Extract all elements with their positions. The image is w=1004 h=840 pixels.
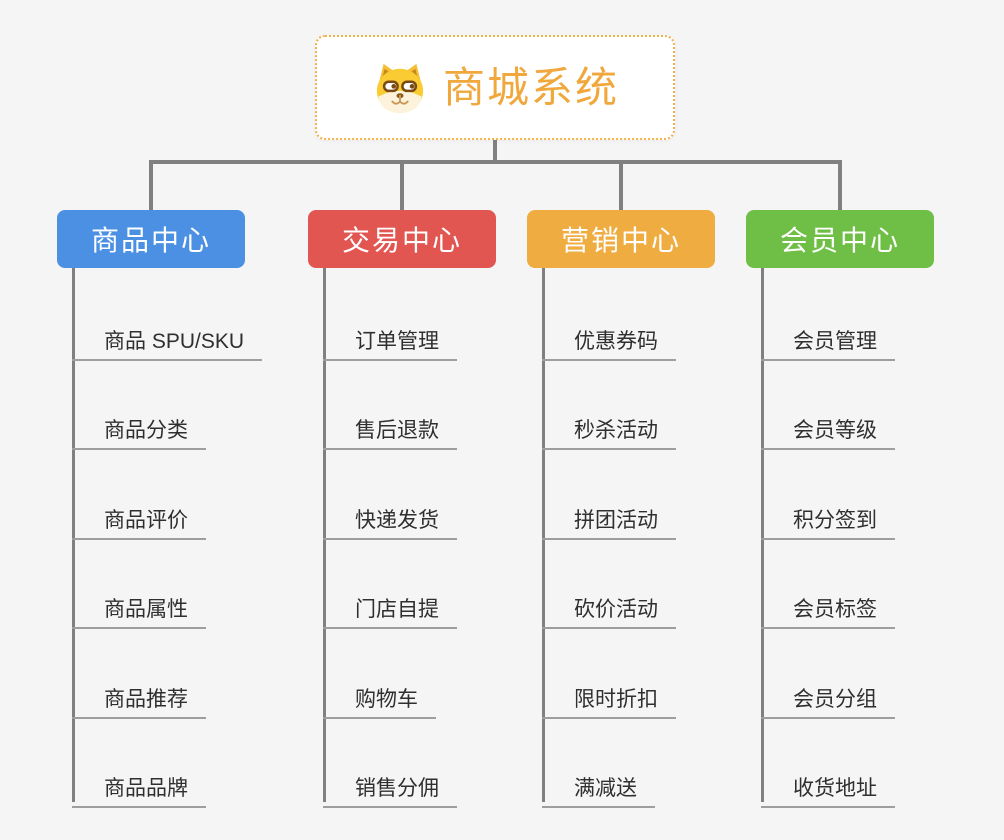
leaf-item[interactable]: 会员分组 xyxy=(761,669,895,719)
leaf-item[interactable]: 售后退款 xyxy=(323,400,457,450)
branch-drop-connector xyxy=(400,160,404,212)
leaf-item[interactable]: 商品属性 xyxy=(72,579,206,629)
root-node-title: 商城系统 xyxy=(442,63,619,111)
branch-header-3[interactable]: 会员中心 xyxy=(746,210,934,268)
branch-column-0: 商品 SPU/SKU 商品分类商品评价商品属性商品推荐商品品牌 xyxy=(72,268,322,808)
branch-column-1: 订单管理售后退款快递发货门店自提购物车销售分佣 xyxy=(323,268,573,808)
leaf-item[interactable]: 门店自提 xyxy=(323,579,457,629)
leaf-item[interactable]: 商品 SPU/SKU xyxy=(72,311,263,361)
leaf-item[interactable]: 销售分佣 xyxy=(323,758,457,808)
branch-column-3: 会员管理会员等级积分签到会员标签会员分组收货地址 xyxy=(761,268,1004,808)
branch-drop-connector xyxy=(838,160,842,212)
leaf-item[interactable]: 商品分类 xyxy=(72,400,206,450)
leaf-item[interactable]: 限时折扣 xyxy=(542,669,676,719)
leaf-item[interactable]: 砍价活动 xyxy=(542,579,676,629)
leaf-item[interactable]: 快递发货 xyxy=(323,490,457,540)
leaf-item[interactable]: 拼团活动 xyxy=(542,490,676,540)
root-node[interactable]: 商城系统 xyxy=(315,35,675,140)
leaf-item[interactable]: 积分签到 xyxy=(761,490,895,540)
leaf-item[interactable]: 订单管理 xyxy=(323,311,457,361)
dog-face-icon xyxy=(371,62,429,114)
leaf-item[interactable]: 商品品牌 xyxy=(72,758,206,808)
leaf-item[interactable]: 商品评价 xyxy=(72,490,206,540)
branch-header-1[interactable]: 交易中心 xyxy=(308,210,496,268)
leaf-item[interactable]: 秒杀活动 xyxy=(542,400,676,450)
leaf-item[interactable]: 购物车 xyxy=(323,669,436,719)
branch-drop-connector xyxy=(149,160,153,212)
leaf-item[interactable]: 优惠券码 xyxy=(542,311,676,361)
branch-bus-connector xyxy=(149,160,842,164)
root-connector xyxy=(493,138,497,164)
leaf-item[interactable]: 满减送 xyxy=(542,758,655,808)
leaf-item[interactable]: 会员标签 xyxy=(761,579,895,629)
leaf-item[interactable]: 收货地址 xyxy=(761,758,895,808)
leaf-item[interactable]: 商品推荐 xyxy=(72,669,206,719)
branch-header-2[interactable]: 营销中心 xyxy=(527,210,715,268)
branch-drop-connector xyxy=(619,160,623,212)
branch-header-0[interactable]: 商品中心 xyxy=(57,210,245,268)
leaf-item[interactable]: 会员管理 xyxy=(761,311,895,361)
leaf-item[interactable]: 会员等级 xyxy=(761,400,895,450)
branch-column-2: 优惠券码秒杀活动拼团活动砍价活动限时折扣满减送 xyxy=(542,268,792,808)
